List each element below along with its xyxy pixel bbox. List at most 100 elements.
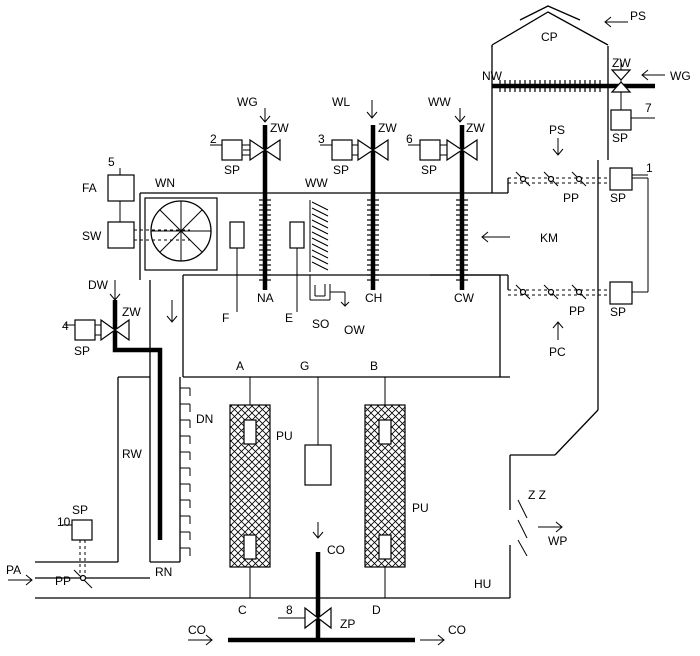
- line-segment: [311, 261, 329, 271]
- label-pc: PC: [549, 345, 566, 359]
- line-segment: [311, 237, 329, 247]
- label-sp-lower-right: SP: [610, 305, 626, 319]
- label-ps-top: PS: [630, 9, 646, 23]
- label-a: A: [236, 359, 244, 373]
- sensor-sp10: [62, 519, 93, 589]
- label-pp-lower: PP: [569, 304, 585, 318]
- valve-ch: [320, 138, 389, 162]
- label-num6: 6: [406, 132, 413, 146]
- label-sp7: SP: [612, 131, 628, 145]
- pipe-cw: [456, 125, 468, 290]
- arrow-km: [481, 231, 510, 243]
- label-co-center: CO: [327, 543, 345, 557]
- label-c: C: [238, 603, 247, 617]
- arrow-wl-in: [366, 100, 378, 119]
- line-segment: [311, 219, 329, 229]
- valve-cw: [408, 138, 478, 162]
- label-nw: NW: [482, 69, 503, 83]
- label-so: SO: [312, 317, 329, 331]
- label-num7: 7: [645, 101, 652, 115]
- control-link-1: [632, 174, 649, 293]
- label-fa: FA: [82, 181, 97, 195]
- line-segment: [311, 249, 329, 259]
- drain-so: [309, 275, 350, 307]
- sensor-g: [304, 377, 332, 486]
- fa-sensor: [107, 168, 190, 249]
- label-g: G: [300, 359, 309, 373]
- arrow-wg-in: [259, 108, 271, 123]
- label-sp10: SP: [72, 503, 88, 517]
- label-ow: OW: [344, 323, 365, 337]
- arrow-ww-in: [454, 108, 466, 123]
- pipe-nw: [492, 60, 655, 131]
- pipe-na: [259, 125, 271, 290]
- label-cp: CP: [541, 30, 558, 44]
- line-segment: [311, 201, 329, 211]
- label-b: B: [370, 359, 378, 373]
- line-segment: [311, 207, 329, 217]
- label-sp1: SP: [610, 191, 626, 205]
- label-wg-top-right: WG: [670, 69, 691, 83]
- label-zw-na: ZW: [270, 121, 289, 135]
- damper-pp-lower: [508, 281, 633, 305]
- arrow-pc: [552, 321, 564, 340]
- label-ww-mid: WW: [305, 176, 328, 190]
- label-co-right: CO: [448, 623, 466, 637]
- label-sp3: SP: [333, 163, 349, 177]
- label-dw: DW: [88, 278, 109, 292]
- label-num5: 5: [108, 155, 115, 169]
- arrow-pa: [8, 574, 33, 586]
- line-segment: [311, 213, 329, 223]
- damper-pp-upper: [508, 167, 633, 191]
- label-cw: CW: [454, 291, 475, 305]
- label-ps-mid: PS: [549, 123, 565, 137]
- arrow-ps-top: [604, 16, 628, 28]
- arrow-wg-top-right: [641, 69, 665, 81]
- chimney-duct: [491, 46, 609, 598]
- label-num10: 10: [57, 515, 71, 529]
- sensor-f: [229, 221, 245, 312]
- label-na: NA: [257, 291, 274, 305]
- pu-left: [229, 377, 271, 598]
- label-pu-right: PU: [412, 501, 429, 515]
- label-num3: 3: [318, 132, 325, 146]
- arrow-down-fan: [166, 300, 178, 323]
- label-wl-valve: WL: [332, 95, 350, 109]
- arrow-wp: [538, 521, 563, 533]
- label-zp: ZP: [340, 617, 355, 631]
- sensor-e: [289, 221, 305, 312]
- pipe-dw: [65, 280, 163, 540]
- label-pa: PA: [6, 563, 21, 577]
- label-rw: RW: [122, 447, 142, 461]
- line-segment: [311, 255, 329, 265]
- line-segment: [311, 231, 329, 241]
- label-zw-dw: ZW: [122, 305, 141, 319]
- label-rn: RN: [155, 565, 172, 579]
- label-hu: HU: [474, 577, 491, 591]
- nozzles-dn: [180, 387, 191, 556]
- label-num4: 4: [62, 319, 69, 333]
- arrow-co-right: [420, 634, 445, 646]
- label-zz: Z Z: [528, 488, 546, 502]
- label-zw-ch: ZW: [378, 121, 397, 135]
- label-dn: DN: [196, 412, 213, 426]
- pipe-co: [228, 522, 415, 643]
- label-num8: 8: [286, 603, 293, 617]
- pu-right: [364, 377, 406, 598]
- label-num2: 2: [210, 132, 217, 146]
- label-zw-cw: ZW: [466, 121, 485, 135]
- fan-wn: [144, 197, 218, 271]
- labels: CP PS ZW WG NW 7 SP PS 1 SP PP KM PP SP …: [6, 9, 691, 637]
- label-km: KM: [540, 231, 558, 245]
- label-pp-left: PP: [55, 574, 71, 588]
- label-wp: WP: [548, 534, 567, 548]
- arrow-ps-mid: [552, 138, 564, 156]
- line-segment: [311, 225, 329, 235]
- label-e: E: [285, 311, 293, 325]
- label-pu-left: PU: [276, 429, 293, 443]
- valve-na: [210, 138, 281, 162]
- label-wn: WN: [155, 176, 175, 190]
- label-sp6: SP: [421, 163, 437, 177]
- housing-outline: [35, 178, 510, 599]
